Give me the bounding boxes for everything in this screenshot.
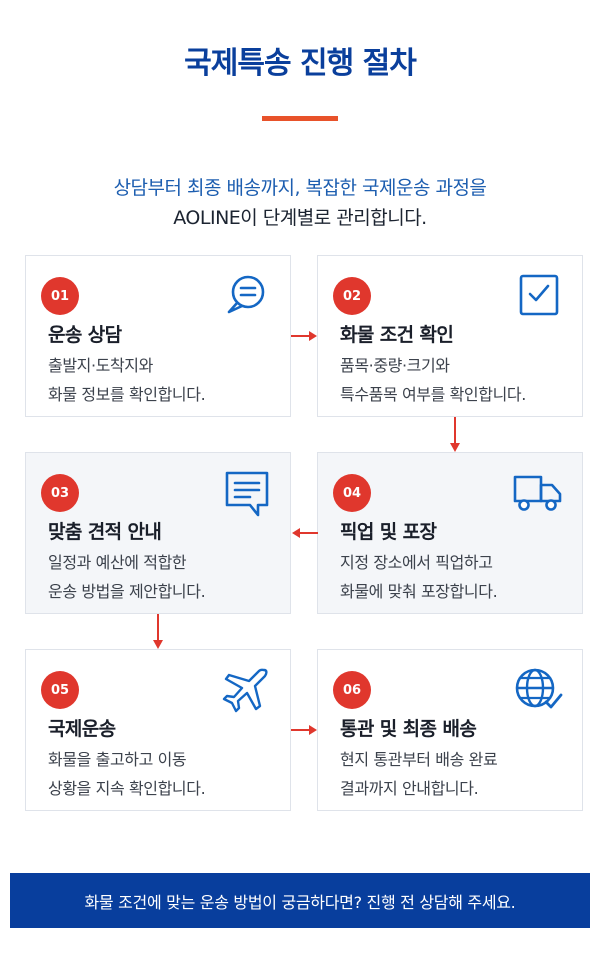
step-card-04: 04 픽업 및 포장 지정 장소에서 픽업하고 화물에 맞춰 포장합니다. (317, 452, 583, 614)
step-desc-line: 현지 통관부터 배송 완료 (340, 750, 498, 769)
checkbox-icon (519, 274, 559, 316)
step-desc-line: 화물 정보를 확인합니다. (48, 385, 206, 404)
consultation-cta-banner[interactable]: 화물 조건에 맞는 운송 방법이 궁금하다면? 진행 전 상담해 주세요. (10, 873, 590, 928)
step-desc-line: 화물에 맞춰 포장합니다. (340, 582, 498, 601)
step-number-badge: 02 (333, 277, 371, 315)
step-desc-line: 출발지·도착지와 (48, 356, 153, 375)
step-title: 픽업 및 포장 (340, 521, 437, 543)
subtitle-line-1: 상담부터 최종 배송까지, 복잡한 국제운송 과정을 (113, 177, 487, 199)
airplane-icon (222, 668, 268, 713)
step-card-01: 01 운송 상담 출발지·도착지와 화물 정보를 확인합니다. (25, 255, 291, 417)
step-description: 품목·중량·크기와 특수품목 여부를 확인합니다. (340, 351, 526, 409)
step-card-06: 06 통관 및 최종 배송 현지 통관부터 배송 완료 결과까지 안내합니다. (317, 649, 583, 811)
step-desc-line: 특수품목 여부를 확인합니다. (340, 385, 526, 404)
step-desc-line: 일정과 예산에 적합한 (48, 553, 187, 572)
step-desc-line: 지정 장소에서 픽업하고 (340, 553, 493, 572)
step-title: 통관 및 최종 배송 (340, 718, 477, 740)
arrow-right-icon (291, 331, 317, 341)
step-desc-line: 상황을 지속 확인합니다. (48, 779, 206, 798)
step-number-badge: 03 (41, 474, 79, 512)
subtitle-line-2: AOLINE이 단계별로 관리합니다. (173, 207, 427, 229)
step-title: 국제운송 (48, 718, 116, 740)
step-title: 운송 상담 (48, 324, 122, 346)
arrow-down-icon (153, 614, 163, 649)
step-number-badge: 01 (41, 277, 79, 315)
step-number-badge: 05 (41, 671, 79, 709)
globe-check-icon (515, 668, 563, 709)
step-number-badge: 06 (333, 671, 371, 709)
page-title: 국제특송 진행 절차 (184, 46, 417, 81)
message-icon (225, 471, 269, 517)
step-card-02: 02 화물 조건 확인 품목·중량·크기와 특수품목 여부를 확인합니다. (317, 255, 583, 417)
step-desc-line: 화물을 출고하고 이동 (48, 750, 187, 769)
step-card-03: 03 맞춤 견적 안내 일정과 예산에 적합한 운송 방법을 제안합니다. (25, 452, 291, 614)
step-card-05: 05 국제운송 화물을 출고하고 이동 상황을 지속 확인합니다. (25, 649, 291, 811)
title-underline (262, 116, 338, 121)
step-number-badge: 04 (333, 474, 371, 512)
step-title: 맞춤 견적 안내 (48, 521, 162, 543)
step-description: 일정과 예산에 적합한 운송 방법을 제안합니다. (48, 548, 206, 606)
step-description: 현지 통관부터 배송 완료 결과까지 안내합니다. (340, 745, 498, 803)
truck-icon (513, 475, 562, 511)
arrow-right-icon (291, 725, 317, 735)
step-desc-line: 결과까지 안내합니다. (340, 779, 479, 798)
step-description: 화물을 출고하고 이동 상황을 지속 확인합니다. (48, 745, 206, 803)
chat-bubble-icon (227, 275, 265, 314)
arrow-down-icon (450, 417, 460, 452)
step-desc-line: 품목·중량·크기와 (340, 356, 450, 375)
step-description: 지정 장소에서 픽업하고 화물에 맞춰 포장합니다. (340, 548, 498, 606)
arrow-left-icon (292, 528, 318, 538)
step-desc-line: 운송 방법을 제안합니다. (48, 582, 206, 601)
step-description: 출발지·도착지와 화물 정보를 확인합니다. (48, 351, 206, 409)
step-title: 화물 조건 확인 (340, 324, 454, 346)
